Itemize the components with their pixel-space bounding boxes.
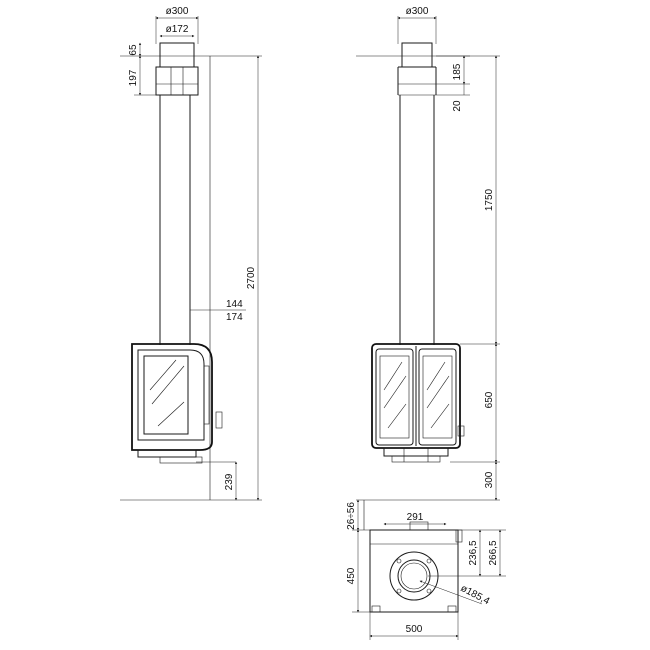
firebox-body bbox=[131, 343, 213, 451]
front-dim-flue-diameter: ø300 bbox=[406, 6, 429, 17]
plan-dim-450: 450 bbox=[346, 567, 357, 584]
front-dim-185: 185 bbox=[452, 63, 463, 80]
plan-top-lug bbox=[409, 521, 429, 531]
front-dim-300: 300 bbox=[484, 471, 495, 488]
front-plinth bbox=[391, 455, 441, 463]
plan-dim-266-5: 266,5 bbox=[488, 540, 499, 565]
plan-dim-500: 500 bbox=[406, 624, 423, 635]
plan-view: 26÷56 291 236,5 266,5 450 ø185,4 500 bbox=[346, 499, 506, 640]
dim-offset-144: 144 bbox=[226, 299, 243, 310]
plan-dim-26-56: 26÷56 bbox=[346, 502, 357, 530]
plan-dim-236-5: 236,5 bbox=[468, 540, 479, 565]
plan-dim-185-4: ø185,4 bbox=[459, 583, 492, 608]
front-door-left bbox=[375, 348, 414, 446]
firebox-base bbox=[137, 449, 197, 458]
plan-dim-291: 291 bbox=[407, 512, 424, 523]
dim-flue-diameter-inner: ø172 bbox=[166, 24, 189, 35]
front-glass-right bbox=[422, 355, 453, 439]
dim-top-cap: 65 bbox=[128, 44, 139, 56]
front-dim-650: 650 bbox=[484, 391, 495, 408]
side-bracket bbox=[215, 411, 223, 429]
front-glass-left bbox=[379, 355, 410, 439]
front-bracket bbox=[457, 425, 465, 437]
front-base bbox=[383, 447, 449, 457]
front-view: ø300 185 20 1750 650 300 bbox=[356, 6, 500, 501]
firebox-plinth bbox=[159, 456, 203, 464]
firebox-glass bbox=[143, 355, 189, 435]
dim-offset-174: 174 bbox=[226, 312, 243, 323]
dim-flue-diameter-outer: ø300 bbox=[166, 6, 189, 17]
plan-flue-inner bbox=[397, 559, 431, 593]
dim-floor-clearance: 239 bbox=[224, 473, 235, 490]
front-dim-20: 20 bbox=[452, 100, 463, 112]
top-cap bbox=[159, 42, 195, 68]
plan-tab bbox=[455, 529, 463, 543]
front-dim-1750: 1750 bbox=[484, 188, 495, 211]
firebox-frame bbox=[137, 349, 205, 441]
side-view: ø300 ø172 65 197 2700 144 174 239 bbox=[120, 6, 262, 501]
collar bbox=[155, 66, 199, 96]
front-door-right bbox=[418, 348, 457, 446]
dim-collar: 197 bbox=[128, 69, 139, 86]
door-handle bbox=[203, 365, 210, 425]
dim-total-height: 2700 bbox=[246, 266, 257, 289]
front-top-cap bbox=[401, 42, 433, 68]
